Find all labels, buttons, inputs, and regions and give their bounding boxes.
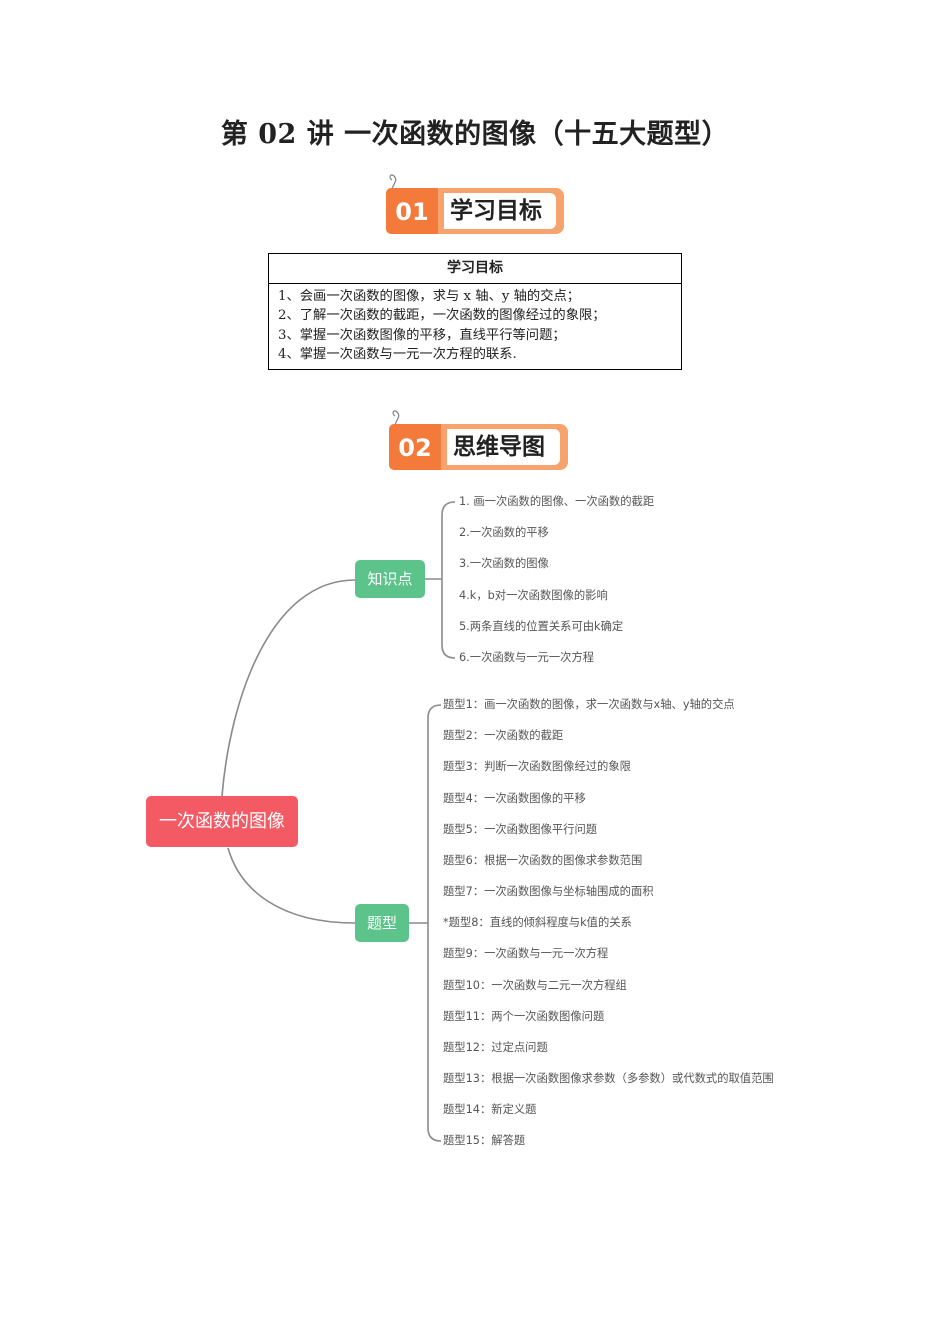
goal-line: 2、了解一次函数的截距，一次函数的图像经过的象限； bbox=[278, 308, 606, 324]
type-item: 题型15：解答题 bbox=[443, 1134, 526, 1147]
type-item: 题型9：一次函数与一元一次方程 bbox=[443, 947, 609, 960]
bracket-types bbox=[427, 704, 442, 1142]
knowledge-item: 1. 画一次函数的图像、一次函数的截距 bbox=[459, 495, 655, 508]
type-item: 题型6：根据一次函数的图像求参数范围 bbox=[443, 854, 643, 867]
connector-root-types bbox=[227, 847, 356, 924]
section-label-frame: 学习目标 bbox=[438, 188, 564, 234]
mindmap-root: 一次函数的图像 bbox=[146, 796, 298, 847]
section-number: 02 bbox=[389, 424, 441, 470]
ribbon-hook-icon bbox=[389, 174, 397, 195]
goals-table-body: 1、会画一次函数的图像，求与 x 轴、y 轴的交点； 2、了解一次函数的截距，一… bbox=[269, 284, 681, 369]
knowledge-item: 4.k，b对一次函数图像的影响 bbox=[459, 589, 608, 602]
knowledge-item: 5.两条直线的位置关系可由k确定 bbox=[459, 620, 624, 633]
section-badge-mindmap: 02 思维导图 bbox=[389, 410, 569, 470]
goal-line: 1、会画一次函数的图像，求与 x 轴、y 轴的交点； bbox=[278, 289, 581, 304]
knowledge-item: 2.一次函数的平移 bbox=[459, 526, 549, 539]
type-item: 题型10：一次函数与二元一次方程组 bbox=[443, 979, 627, 992]
type-item: 题型3：判断一次函数图像经过的象限 bbox=[443, 760, 631, 773]
type-item: 题型1：画一次函数的图像，求一次函数与x轴、y轴的交点 bbox=[443, 698, 735, 711]
section-label: 思维导图 bbox=[447, 429, 560, 465]
section-number: 01 bbox=[386, 188, 438, 234]
knowledge-item: 3.一次函数的图像 bbox=[459, 557, 549, 570]
goal-line: 3、掌握一次函数图像的平移，直线平行等问题； bbox=[278, 327, 566, 343]
section-label-frame: 思维导图 bbox=[441, 424, 568, 470]
type-item: 题型2：一次函数的截距 bbox=[443, 729, 564, 742]
goals-table: 学习目标 1、会画一次函数的图像，求与 x 轴、y 轴的交点； 2、了解一次函数… bbox=[268, 253, 682, 371]
page-title: 第 02 讲 一次函数的图像（十五大题型） bbox=[220, 119, 730, 150]
mindmap-branch-types: 题型 bbox=[355, 904, 409, 942]
section-badge-goals: 01 学习目标 bbox=[386, 174, 566, 234]
bracket-knowledge bbox=[441, 501, 456, 659]
type-item: *题型8：直线的倾斜程度与k值的关系 bbox=[443, 916, 632, 929]
knowledge-item: 6.一次函数与一元一次方程 bbox=[459, 651, 595, 664]
type-item: 题型12：过定点问题 bbox=[443, 1041, 548, 1054]
connector-root-knowledge bbox=[221, 579, 356, 797]
ribbon-hook-icon bbox=[392, 410, 400, 431]
type-item: 题型4：一次函数图像的平移 bbox=[443, 792, 586, 805]
type-item: 题型14：新定义题 bbox=[443, 1103, 537, 1116]
goal-line: 4、掌握一次函数与一元一次方程的联系. bbox=[278, 346, 517, 362]
type-item: 题型11：两个一次函数图像问题 bbox=[443, 1010, 605, 1023]
type-item: 题型5：一次函数图像平行问题 bbox=[443, 823, 598, 836]
type-item: 题型13：根据一次函数图像求参数（多参数）或代数式的取值范围 bbox=[443, 1072, 774, 1085]
type-item: 题型7：一次函数图像与坐标轴围成的面积 bbox=[443, 885, 654, 898]
goals-table-header: 学习目标 bbox=[269, 254, 681, 284]
mindmap-branch-knowledge: 知识点 bbox=[355, 560, 425, 598]
section-label: 学习目标 bbox=[444, 193, 556, 229]
